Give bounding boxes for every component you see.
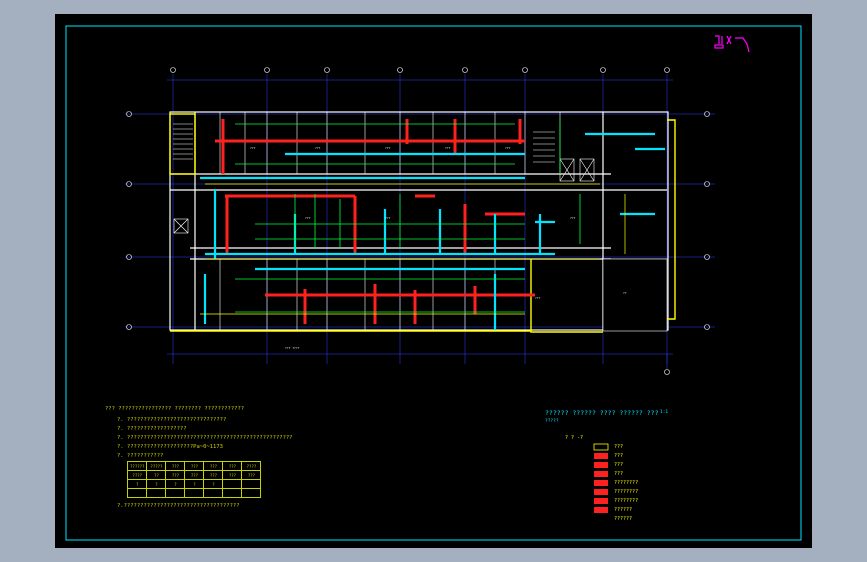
room-labels: ????????? ?????? ?????? ????? ??? ??? ???… (250, 146, 627, 350)
drawing-sheet: ????????? ?????? ?????? ????? ?????? ???… (55, 14, 812, 548)
return-duct-cyan (200, 132, 665, 330)
plan-title: ?????? ?????? ???? ?????? ??? (545, 409, 659, 417)
legend-item: ??? (614, 471, 624, 477)
room-partitions (219, 112, 668, 332)
notes-line-5: ?. ????????????????????Pa~0~1173 (117, 444, 223, 450)
stair-icon (173, 123, 555, 163)
legend-header: ? ? -? (565, 435, 584, 441)
table-row: ??????????????????????????? (126, 461, 262, 471)
elevator-icon (173, 158, 595, 234)
notes-line-4: ?. ?????????????????????????????????????… (117, 435, 293, 441)
legend-item: ?????? (614, 516, 633, 522)
notes-footer: ?.??????????????????????????????????? (117, 503, 240, 509)
yellow-walls (169, 113, 676, 333)
svg-text:???: ??? (445, 146, 451, 150)
cad-drawing-canvas[interactable]: ????????? ?????? ?????? ????? ?????? ???… (55, 14, 812, 548)
notes-line-2: ?. ?????????????????????????????? (117, 417, 227, 423)
table-row (126, 488, 262, 498)
table-row: ????????????????????? (126, 470, 262, 480)
svg-text:???: ??? (385, 216, 391, 220)
notes-line-3: ?. ?????????????????? (117, 426, 187, 432)
legend-symbols (593, 443, 609, 513)
notes-line-6: ?. ??????????? (117, 453, 164, 459)
svg-text:???: ??? (570, 216, 576, 220)
outer-frame (65, 25, 802, 541)
logo-icon (714, 35, 750, 53)
svg-text:???: ??? (385, 146, 391, 150)
notes-line-1: ??? ???????????????? ???????? ??????????… (105, 406, 245, 412)
legend-item: ??? (614, 462, 624, 468)
svg-text:??? ????: ??? ???? (285, 346, 300, 350)
svg-text:???: ??? (505, 146, 511, 150)
svg-text:???: ??? (315, 146, 321, 150)
annotation-lines (200, 183, 626, 315)
plan-subtitle: ????? (545, 419, 559, 424)
legend-item: ???????? (614, 480, 639, 486)
legend-item: ???????? (614, 498, 639, 504)
svg-text:??: ?? (623, 291, 627, 295)
spec-table: ??????????????????????????? ????????????… (126, 461, 262, 498)
legend-item: ?????? (614, 507, 633, 513)
legend-item: ??? (614, 453, 624, 459)
table-row: ????? (126, 479, 262, 489)
branch-lines-green (235, 119, 581, 313)
plan-scale: 1:1 (660, 410, 669, 415)
svg-text:???: ??? (305, 216, 311, 220)
axis-bubbles (126, 67, 710, 375)
supply-duct-red (215, 119, 535, 324)
svg-text:???: ??? (535, 296, 541, 300)
legend-item: ??? (614, 444, 624, 450)
legend-item: ???????? (614, 489, 639, 495)
svg-text:???: ??? (250, 146, 256, 150)
